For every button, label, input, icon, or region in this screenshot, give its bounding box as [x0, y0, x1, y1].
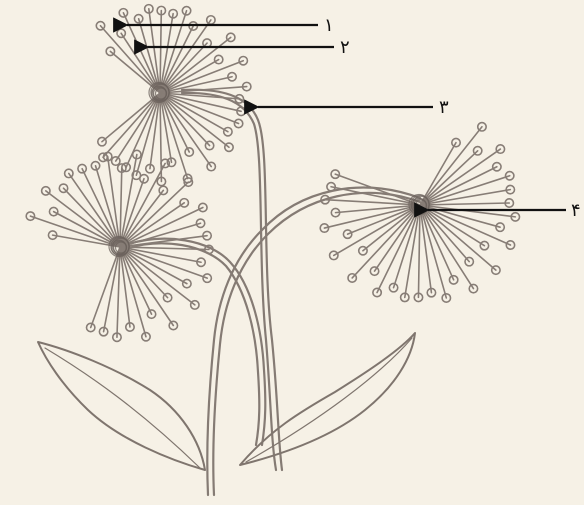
label-3: ۳	[439, 97, 449, 118]
label-1: ۱	[324, 15, 334, 36]
label-2: ۲	[340, 37, 350, 58]
label-4: ۴	[571, 200, 581, 221]
